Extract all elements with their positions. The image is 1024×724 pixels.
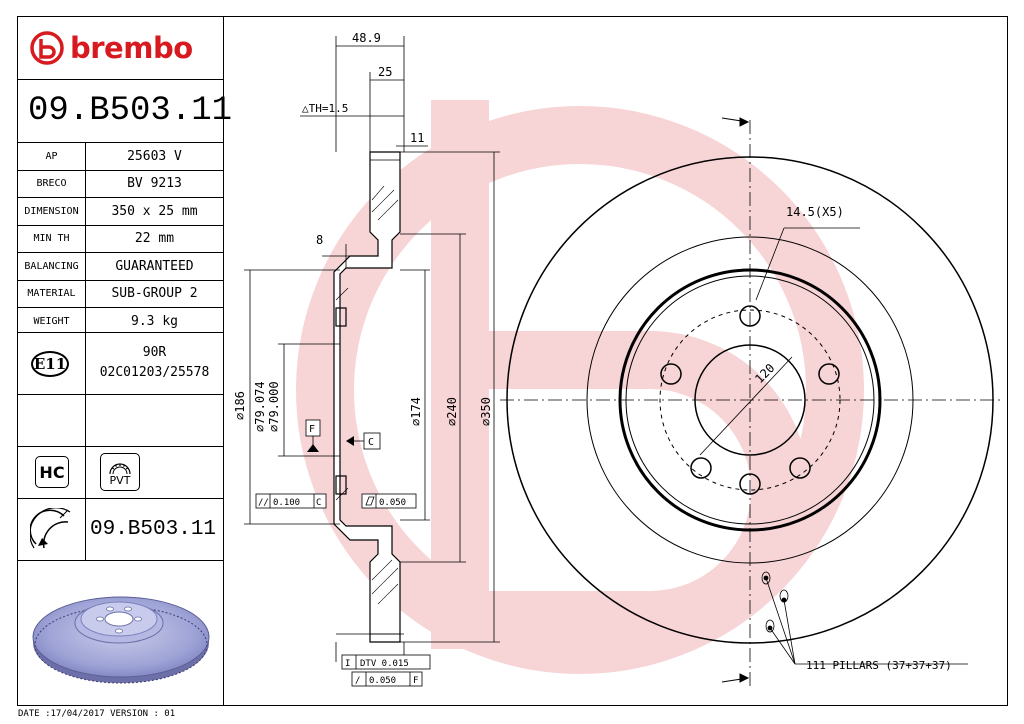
approval-number: 02C01203/25578 xyxy=(99,365,210,380)
reference-row: 09.B503.11 xyxy=(18,498,223,561)
spec-key: WEIGHT xyxy=(18,307,86,335)
dia-350: ⌀350 xyxy=(479,397,493,426)
perpendicularity-ref: F xyxy=(413,676,418,686)
dim-overall-width: 48.9 xyxy=(352,31,381,45)
dim-thickness-variation: △TH=1.5 xyxy=(302,102,348,115)
dtv-frame: I DTV 0.015 xyxy=(341,654,431,670)
empty-row xyxy=(18,394,223,447)
part-number-title: 09.B503.11 xyxy=(18,79,232,142)
feature-icons-row: HC PVT xyxy=(18,446,223,499)
datum-f: F xyxy=(305,419,321,452)
parallelism-frame: // 0.100 C xyxy=(255,493,327,509)
spec-key: DIMENSION xyxy=(18,197,86,225)
parallelism-value: 0.100 xyxy=(273,498,300,508)
pvt-label: PVT xyxy=(109,474,131,487)
perpendicularity-frame: / 0.050 F xyxy=(351,671,423,687)
spec-key: BALANCING xyxy=(18,252,86,280)
e11-approval-icon: E11 xyxy=(31,351,69,377)
divider xyxy=(85,395,86,447)
pillar-callouts xyxy=(761,571,968,665)
datum-c-label: C xyxy=(368,437,374,448)
approval-regulation: 90R xyxy=(142,345,167,360)
pillars-label: 111 PILLARS (37+37+37) xyxy=(806,659,952,672)
pvt-pillars-icon xyxy=(109,463,131,475)
spec-value: 22 mm xyxy=(85,224,223,253)
spec-value: 25603 V xyxy=(85,142,223,170)
dim-11: 11 xyxy=(410,131,424,145)
dim-8: 8 xyxy=(316,233,323,247)
footer-date-version: DATE :17/04/2017 VERSION : 01 xyxy=(18,709,176,719)
reference-part-number: 09.B503.11 xyxy=(90,518,217,541)
pvt-icon: PVT xyxy=(100,453,140,491)
hole-note-label: 14.5(X5) xyxy=(786,205,844,219)
approval-row: E11 90R 02C01203/25578 xyxy=(18,332,223,395)
brand-logo: brembo xyxy=(18,17,223,79)
spec-value: GUARANTEED xyxy=(85,252,223,280)
dia-174: ⌀174 xyxy=(409,397,423,426)
dim-thickness: 25 xyxy=(378,65,392,79)
spec-value: BV 9213 xyxy=(85,169,223,198)
drawing-frame xyxy=(224,16,1008,706)
brand-name: brembo xyxy=(70,31,193,65)
spec-value: SUB-GROUP 2 xyxy=(85,279,223,308)
spec-value: 9.3 kg xyxy=(85,307,223,335)
perpendicularity-value: 0.050 xyxy=(369,676,396,686)
svg-text://: // xyxy=(258,498,269,508)
section-dimensions xyxy=(244,36,500,662)
brembo-watermark-icon xyxy=(296,100,864,674)
svg-text:I: I xyxy=(345,659,350,669)
datum-c: C xyxy=(346,432,381,450)
flatness-value: 0.050 xyxy=(379,498,406,508)
spec-value: 350 x 25 mm xyxy=(85,197,223,225)
divider xyxy=(85,499,86,561)
datum-f-label: F xyxy=(309,424,315,435)
dia-240: ⌀240 xyxy=(445,397,459,426)
spec-key: MIN TH xyxy=(18,224,86,253)
spec-key: AP xyxy=(18,142,86,170)
svg-text:/: / xyxy=(355,676,360,686)
brembo-mark-icon xyxy=(30,31,64,65)
disc-profile-icon xyxy=(30,508,71,549)
parallelism-ref: C xyxy=(316,498,321,508)
brake-disc-image xyxy=(32,596,210,684)
dia-186: ⌀186 xyxy=(233,391,247,420)
divider xyxy=(85,447,86,499)
spec-key: BRECO xyxy=(18,169,86,198)
product-image-row xyxy=(18,560,223,706)
hc-icon: HC xyxy=(35,456,69,488)
spec-key: MATERIAL xyxy=(18,279,86,308)
dtv-value: DTV 0.015 xyxy=(360,659,409,669)
divider xyxy=(85,333,86,395)
dia-79-000: ⌀79.000 xyxy=(267,381,281,432)
flatness-frame: 0.050 xyxy=(361,493,417,509)
bolt-holes xyxy=(660,227,860,495)
disc-front-view xyxy=(500,117,1000,690)
dia-79-074: ⌀79.074 xyxy=(253,381,267,432)
